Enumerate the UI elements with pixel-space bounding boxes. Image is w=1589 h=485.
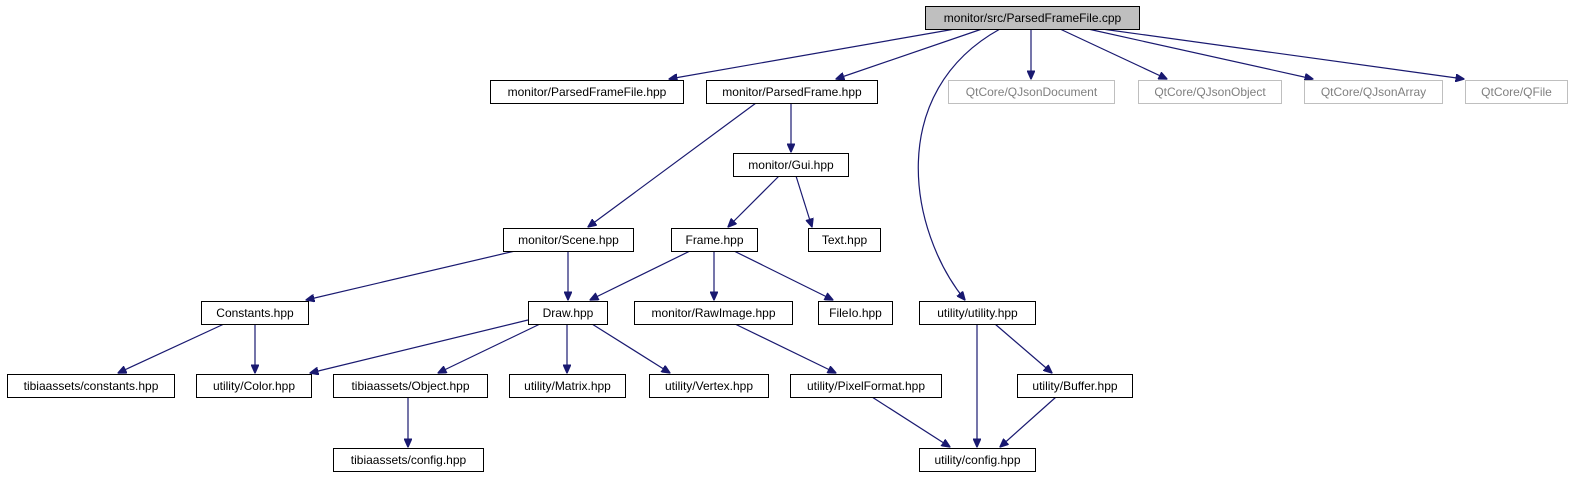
node-box — [1465, 80, 1568, 104]
node-label: utility/PixelFormat.hpp — [807, 379, 925, 393]
node-label: QtCore/QFile — [1481, 85, 1552, 99]
edge-scene-to-constants — [306, 250, 516, 300]
node-label: tibiaassets/Object.hpp — [351, 379, 469, 393]
node-pff-hpp[interactable]: monitor/ParsedFrameFile.hpp — [490, 80, 684, 104]
node-text[interactable]: Text.hpp — [808, 228, 881, 252]
edge-draw-to-color — [310, 319, 529, 373]
node-label: monitor/RawImage.hpp — [651, 306, 775, 320]
node-frame[interactable]: Frame.hpp — [671, 228, 758, 252]
node-buffer[interactable]: utility/Buffer.hpp — [1017, 374, 1133, 398]
node-box — [948, 80, 1115, 104]
node-label: utility/Buffer.hpp — [1032, 379, 1117, 393]
node-qjsonobj: QtCore/QJsonObject — [1138, 80, 1282, 104]
node-label: utility/config.hpp — [934, 453, 1020, 467]
edge-root-to-util_util — [917, 28, 1001, 300]
node-label: QtCore/QJsonObject — [1154, 85, 1266, 99]
node-label: utility/Color.hpp — [213, 379, 295, 393]
node-box — [919, 301, 1036, 325]
node-label: utility/Matrix.hpp — [524, 379, 611, 393]
node-box — [671, 228, 758, 252]
node-box — [649, 374, 769, 398]
node-box — [634, 301, 793, 325]
edge-layer — [118, 28, 1464, 447]
node-pf-hpp[interactable]: monitor/ParsedFrame.hpp — [706, 80, 878, 104]
edge-draw-to-vertex — [591, 323, 670, 373]
node-box — [925, 6, 1140, 30]
edge-gui-to-text — [795, 175, 812, 227]
edge-frame-to-fileio — [733, 250, 833, 300]
node-label: monitor/src/ParsedFrameFile.cpp — [944, 11, 1122, 25]
edge-pixfmt-to-util_cfg — [871, 396, 950, 447]
edge-root-to-pf_hpp — [836, 28, 983, 79]
edge-root-to-qjsonarr — [1087, 28, 1313, 79]
node-rawimage[interactable]: monitor/RawImage.hpp — [634, 301, 793, 325]
node-box — [818, 301, 893, 325]
node-box — [1304, 80, 1443, 104]
node-box — [1138, 80, 1282, 104]
node-box — [333, 448, 484, 472]
node-label: QtCore/QJsonDocument — [966, 85, 1098, 99]
node-label: monitor/Gui.hpp — [748, 158, 834, 172]
edge-root-to-pff_hpp — [669, 28, 956, 79]
edge-util_util-to-buffer — [994, 323, 1052, 373]
node-tibia-cfg[interactable]: tibiaassets/config.hpp — [333, 448, 484, 472]
node-label: monitor/Scene.hpp — [518, 233, 619, 247]
node-box — [201, 301, 309, 325]
node-color[interactable]: utility/Color.hpp — [196, 374, 312, 398]
node-qfile: QtCore/QFile — [1465, 80, 1568, 104]
node-label: utility/Vertex.hpp — [665, 379, 753, 393]
node-label: utility/utility.hpp — [937, 306, 1018, 320]
node-label: monitor/ParsedFrameFile.hpp — [508, 85, 667, 99]
node-scene[interactable]: monitor/Scene.hpp — [503, 228, 634, 252]
node-vertex[interactable]: utility/Vertex.hpp — [649, 374, 769, 398]
node-label: Draw.hpp — [543, 306, 594, 320]
node-box — [490, 80, 684, 104]
node-draw[interactable]: Draw.hpp — [528, 301, 608, 325]
node-qjsondoc: QtCore/QJsonDocument — [948, 80, 1115, 104]
node-label: monitor/ParsedFrame.hpp — [722, 85, 862, 99]
node-box — [733, 153, 849, 177]
edge-rawimage-to-pixfmt — [734, 323, 836, 373]
node-box — [509, 374, 626, 398]
edge-frame-to-draw — [590, 250, 691, 300]
edge-gui-to-frame — [728, 175, 780, 227]
node-box — [503, 228, 634, 252]
node-box — [7, 374, 175, 398]
node-label: FileIo.hpp — [829, 306, 882, 320]
node-box — [196, 374, 312, 398]
node-pixfmt[interactable]: utility/PixelFormat.hpp — [790, 374, 942, 398]
node-fileio[interactable]: FileIo.hpp — [818, 301, 893, 325]
node-tibia-const[interactable]: tibiaassets/constants.hpp — [7, 374, 175, 398]
edge-root-to-qjsonobj — [1059, 28, 1167, 79]
node-label: Constants.hpp — [216, 306, 294, 320]
node-box — [1017, 374, 1133, 398]
node-box — [706, 80, 878, 104]
node-root[interactable]: monitor/src/ParsedFrameFile.cpp — [925, 6, 1140, 30]
edge-root-to-qfile — [1101, 28, 1464, 79]
node-label: QtCore/QJsonArray — [1321, 85, 1426, 99]
edge-pf_hpp-to-scene — [588, 102, 757, 227]
node-box — [333, 374, 488, 398]
node-qjsonarr: QtCore/QJsonArray — [1304, 80, 1443, 104]
node-label: Text.hpp — [822, 233, 868, 247]
node-label: tibiaassets/config.hpp — [351, 453, 467, 467]
node-gui[interactable]: monitor/Gui.hpp — [733, 153, 849, 177]
node-util-util[interactable]: utility/utility.hpp — [919, 301, 1036, 325]
node-box — [808, 228, 881, 252]
node-box — [528, 301, 608, 325]
node-constants[interactable]: Constants.hpp — [201, 301, 309, 325]
node-label: Frame.hpp — [685, 233, 743, 247]
node-matrix[interactable]: utility/Matrix.hpp — [509, 374, 626, 398]
node-object[interactable]: tibiaassets/Object.hpp — [333, 374, 488, 398]
edge-draw-to-object — [438, 323, 541, 373]
node-box — [919, 448, 1036, 472]
edge-buffer-to-util_cfg — [1000, 396, 1057, 447]
node-util-cfg[interactable]: utility/config.hpp — [919, 448, 1036, 472]
node-layer: monitor/src/ParsedFrameFile.cpp monitor/P… — [7, 6, 1568, 472]
edge-constants-to-tibia_const — [118, 323, 225, 373]
node-box — [790, 374, 942, 398]
node-label: tibiaassets/constants.hpp — [24, 379, 159, 393]
